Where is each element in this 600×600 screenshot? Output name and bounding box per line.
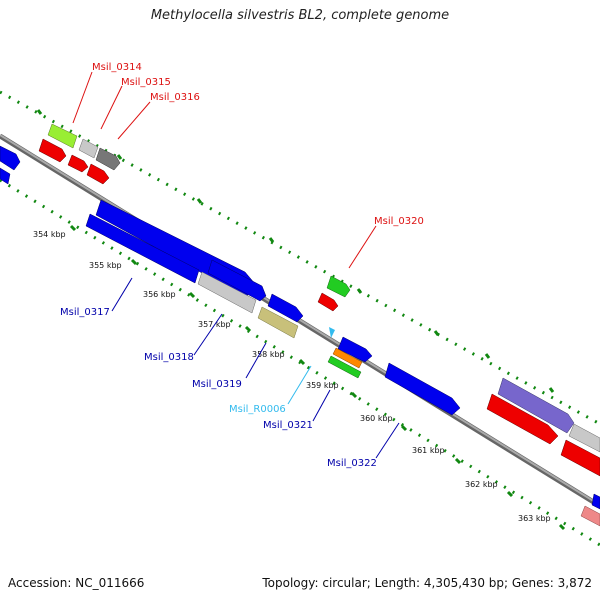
gene-arrow[interactable] (560, 439, 600, 477)
gene-arrow[interactable] (0, 167, 11, 185)
kbp-label: 360 kbp (360, 414, 393, 423)
gene-arrow[interactable] (67, 154, 89, 173)
gene-label-msil-0314[interactable]: Msil_0314 (92, 62, 142, 73)
gene-features (0, 123, 600, 527)
kbp-label: 354 kbp (33, 230, 66, 239)
accession-text: Accession: NC_011666 (8, 576, 145, 590)
gene-arrow[interactable] (486, 393, 559, 445)
gene-arrow[interactable] (85, 213, 200, 284)
genome-backbone (0, 133, 600, 509)
gene-arrow-msil-0316[interactable] (95, 147, 121, 171)
gene-arrow-msil-0315[interactable] (78, 138, 99, 159)
gene-label-msil-0322[interactable]: Msil_0322 (327, 458, 377, 469)
gene-label-msil-0316[interactable]: Msil_0316 (150, 92, 200, 103)
gene-arrow-msil-0314[interactable] (47, 123, 78, 149)
kbp-label: 363 kbp (518, 514, 551, 523)
inner-tick-track (0, 178, 600, 547)
gene-arrow[interactable] (317, 292, 339, 312)
gene-arrow[interactable] (332, 347, 363, 369)
label-leader-lines (72, 71, 400, 459)
gene-label-msil-0320[interactable]: Msil_0320 (374, 216, 424, 227)
gene-label-msil-0317[interactable]: Msil_0317 (60, 307, 110, 318)
kbp-labels: 354 kbp 355 kbp 356 kbp 357 kbp 358 kbp … (33, 230, 551, 523)
gene-arrow[interactable] (337, 336, 373, 363)
gene-arrow[interactable] (0, 145, 21, 171)
gene-arrow-msil-0321[interactable] (327, 355, 362, 379)
gene-label-msil-r0006[interactable]: Msil_R0006 (229, 404, 286, 415)
gene-arrow[interactable] (497, 377, 575, 434)
gene-label-msil-0315[interactable]: Msil_0315 (121, 77, 171, 88)
gene-arrow-msil-0322[interactable] (384, 362, 461, 416)
gene-labels: Msil_0314 Msil_0315 Msil_0316 Msil_0320 … (60, 62, 424, 469)
gene-arrow-msil-0318[interactable] (197, 271, 257, 314)
gene-arrow-msil-0319[interactable] (257, 306, 299, 339)
gene-arrow-msil-0320[interactable] (326, 275, 351, 298)
kbp-label: 355 kbp (89, 261, 122, 270)
gene-arrow[interactable] (580, 505, 600, 527)
outer-major-ticks (36, 109, 555, 393)
gene-arrow[interactable] (207, 259, 267, 302)
kbp-label: 358 kbp (252, 350, 285, 359)
outer-tick-track (0, 90, 600, 426)
gene-arrow[interactable] (267, 293, 304, 323)
inner-major-ticks (69, 224, 566, 531)
map-title: Methylocella silvestris BL2, complete ge… (150, 8, 450, 23)
gene-arrow[interactable] (86, 163, 110, 185)
gene-arrow[interactable] (591, 493, 600, 510)
kbp-label: 359 kbp (306, 381, 339, 390)
gene-arrow-msil-r0006[interactable] (329, 327, 335, 338)
gene-arrow[interactable] (38, 138, 67, 163)
topology-text: Topology: circular; Length: 4,305,430 bp… (262, 576, 592, 590)
kbp-label: 356 kbp (143, 290, 176, 299)
gene-label-msil-0321[interactable]: Msil_0321 (263, 420, 313, 431)
gene-label-msil-0319[interactable]: Msil_0319 (192, 379, 242, 390)
gene-arrow[interactable] (568, 423, 600, 453)
kbp-label: 362 kbp (465, 480, 498, 489)
kbp-label: 361 kbp (412, 446, 445, 455)
gene-label-msil-0318[interactable]: Msil_0318 (144, 352, 194, 363)
